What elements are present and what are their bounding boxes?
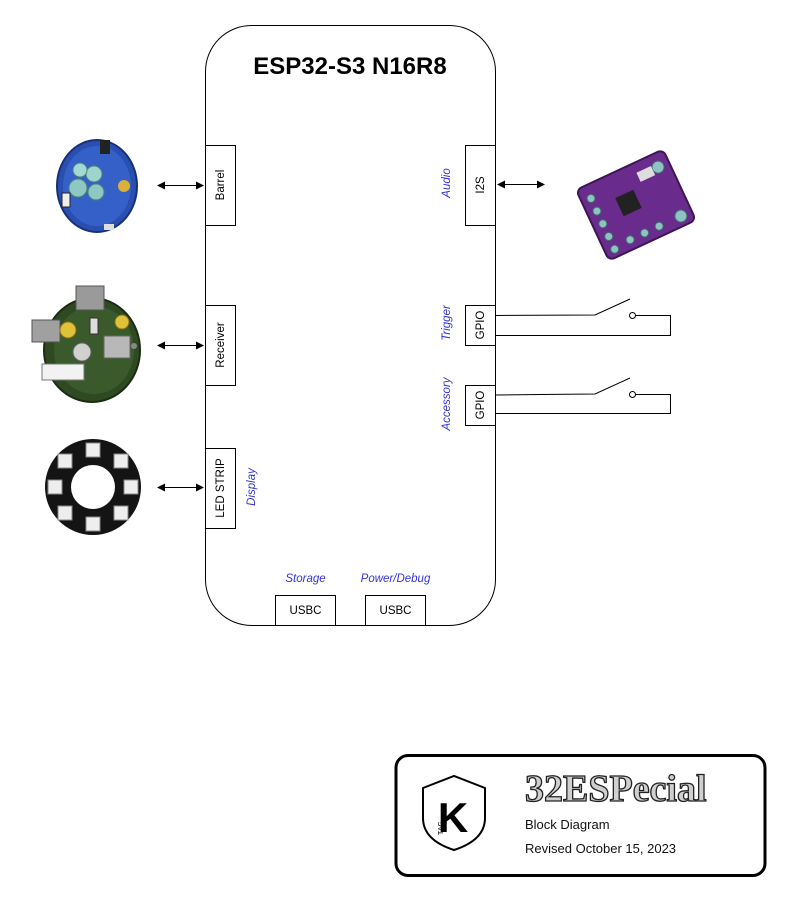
- port-receiver: Receiver: [205, 305, 236, 386]
- port-receiver-label: Receiver: [215, 322, 227, 368]
- port-usbc-power-label: USBC: [380, 605, 412, 617]
- port-gpio-accessory-label: GPIO: [475, 391, 487, 420]
- revision-date: Revised October 15, 2023: [525, 841, 676, 856]
- port-i2s: I2S: [465, 145, 496, 226]
- port-led-strip-label: LED STRIP: [215, 458, 227, 518]
- doc-type: Block Diagram: [525, 817, 610, 832]
- logo-letter: K: [438, 794, 468, 841]
- port-barrel: Barrel: [205, 145, 236, 226]
- port-barrel-label: Barrel: [215, 170, 227, 201]
- audio-label: Audio: [441, 168, 453, 199]
- port-gpio-accessory: GPIO: [465, 385, 496, 426]
- power-debug-label: Power/Debug: [361, 573, 431, 585]
- storage-label: Storage: [285, 573, 325, 585]
- port-i2s-label: I2S: [475, 176, 487, 194]
- trigger-label: Trigger: [441, 304, 453, 341]
- accessory-switch: [495, 377, 671, 414]
- port-usbc-storage-label: USBC: [290, 605, 322, 617]
- port-led-strip: LED STRIP: [205, 448, 236, 529]
- port-usbc-storage: USBC: [275, 595, 336, 626]
- board-title: ESP32-S3 N16R8: [253, 53, 446, 80]
- title-block: [394, 754, 767, 877]
- port-usbc-power: USBC: [365, 595, 426, 626]
- port-gpio-trigger: GPIO: [465, 305, 496, 346]
- port-gpio-trigger-label: GPIO: [475, 311, 487, 340]
- led-ring-image: [45, 439, 141, 535]
- barrel-pcb-image: [56, 139, 138, 233]
- trigger-switch: [495, 298, 671, 336]
- i2s-amp-board-image: [576, 150, 696, 260]
- display-label: Display: [246, 467, 258, 506]
- accessory-label: Accessory: [441, 376, 453, 431]
- logo-small-text: TAG: [438, 821, 445, 835]
- ktag-logo: K TAG: [422, 774, 486, 852]
- receiver-pcb-image: [31, 285, 141, 403]
- brand-name: 32ESPecial: [525, 768, 707, 810]
